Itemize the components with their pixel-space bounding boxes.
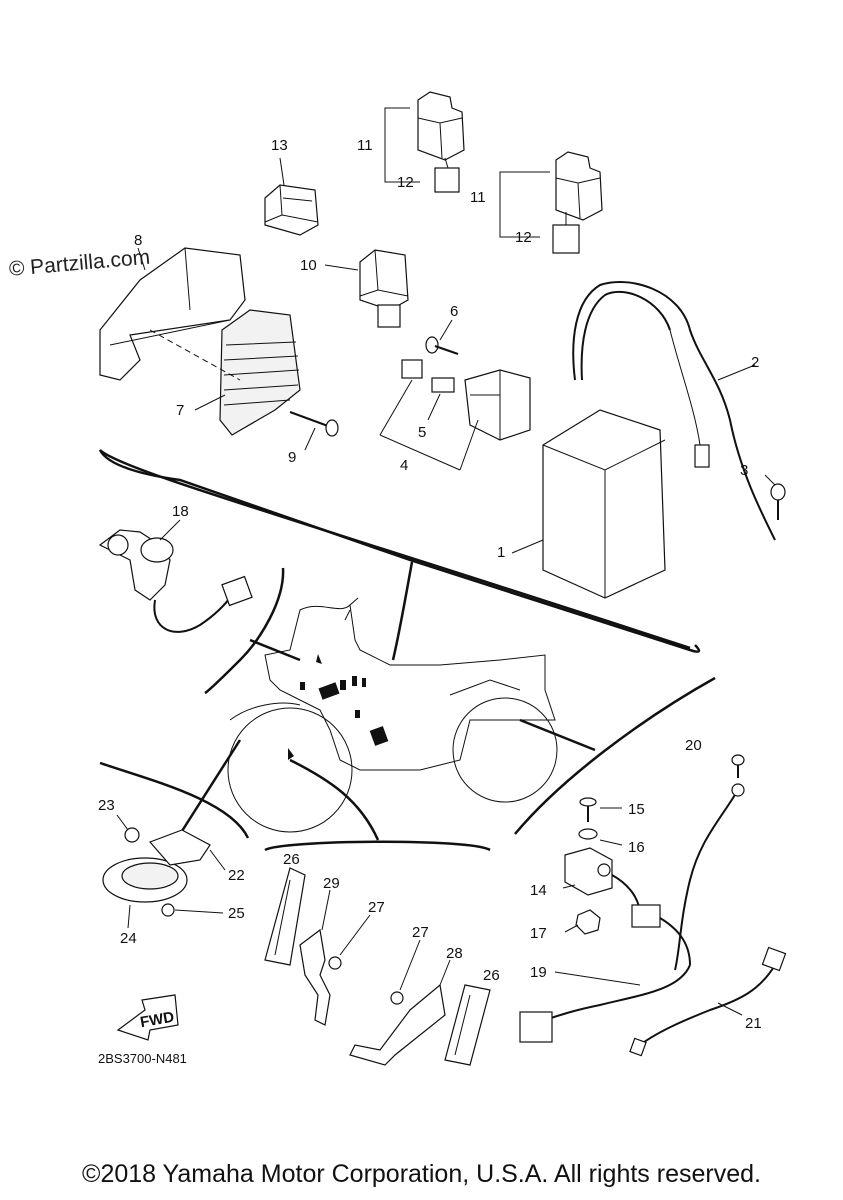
callout-13: 13 (271, 137, 288, 154)
callout-29: 29 (323, 875, 340, 892)
callout-18: 18 (172, 503, 189, 520)
callout-10: 10 (300, 257, 317, 274)
group-bracket-pedals (264, 840, 491, 852)
callout-12a: 12 (397, 174, 414, 191)
part-19-harness (519, 964, 691, 1043)
divider-line-pedals (289, 758, 380, 841)
divider-line-sensor (519, 718, 596, 752)
callout-14: 14 (530, 882, 547, 899)
group-bracket-18 (204, 567, 285, 695)
part-11-relay-top (417, 91, 465, 193)
callout-21: 21 (745, 1015, 762, 1032)
part-2-harness (572, 281, 776, 541)
bracket-11-right (499, 171, 550, 238)
part-21-lead (629, 946, 787, 1057)
callout-11a: 11 (357, 137, 373, 154)
callout-15: 15 (628, 801, 645, 818)
callout-9: 9 (288, 449, 296, 466)
divider-line-to-bike (391, 561, 414, 661)
copyright-notice: ©2018 Yamaha Motor Corporation, U.S.A. A… (82, 1160, 761, 1188)
callout-22: 22 (228, 867, 245, 884)
part-28-bracket (349, 939, 451, 1066)
part-7-regulator (149, 309, 301, 436)
motorcycle-outline (227, 597, 558, 833)
part-18-socket (98, 519, 253, 633)
callout-28: 28 (446, 945, 463, 962)
callout-16: 16 (628, 839, 645, 856)
callout-17: 17 (530, 925, 547, 942)
callout-20: 20 (685, 737, 702, 754)
callout-19: 19 (530, 964, 547, 981)
group-bracket-sensor (514, 676, 716, 835)
callout-8: 8 (134, 232, 142, 249)
top-group-bracket (98, 449, 701, 653)
part-4-starter-relay (379, 359, 531, 471)
callout-23: 23 (98, 797, 115, 814)
divider-curve-main (99, 449, 691, 650)
part-16-washer (578, 828, 623, 846)
bracket-11-top (384, 107, 420, 183)
part-26-pedal-left (264, 867, 306, 966)
part-8-cover (99, 247, 246, 381)
callout-4: 4 (400, 457, 408, 474)
part-17-nut (564, 909, 601, 935)
callout-24: 24 (120, 930, 137, 947)
fwd-arrow-icon: FWD (116, 994, 179, 1041)
callout-26b: 26 (483, 967, 500, 984)
diagram-code: 2BS3700-N481 (98, 1051, 187, 1066)
callout-2: 2 (751, 354, 759, 371)
callout-7: 7 (176, 402, 184, 419)
part-3-bolt (764, 474, 786, 520)
part-29-bracket (299, 889, 371, 1026)
part-20-screw (674, 754, 745, 971)
divider-line-18 (249, 638, 301, 662)
callout-27b: 27 (412, 924, 429, 941)
fwd-label: FWD (139, 1009, 176, 1032)
part-14-sensor (562, 847, 691, 966)
callout-25: 25 (228, 905, 245, 922)
callout-12b: 12 (515, 229, 532, 246)
part-10-relay (324, 249, 409, 328)
part-11-relay-right (552, 151, 603, 254)
callout-1: 1 (497, 544, 505, 561)
part-13-relay (264, 157, 319, 236)
callout-26a: 26 (283, 851, 300, 868)
callout-3: 3 (740, 462, 748, 479)
callout-5: 5 (418, 424, 426, 441)
part-6-bolt (425, 319, 459, 355)
part-26-pedal-right (444, 984, 491, 1066)
group-bracket-horn (99, 761, 250, 839)
part-9-bolt (289, 411, 339, 451)
part-15-screw (579, 797, 622, 822)
callout-6: 6 (450, 303, 458, 320)
callout-11b: 11 (470, 189, 486, 206)
part-1-battery (511, 409, 666, 599)
part-24-horn (102, 814, 226, 929)
callout-27a: 27 (368, 899, 385, 916)
